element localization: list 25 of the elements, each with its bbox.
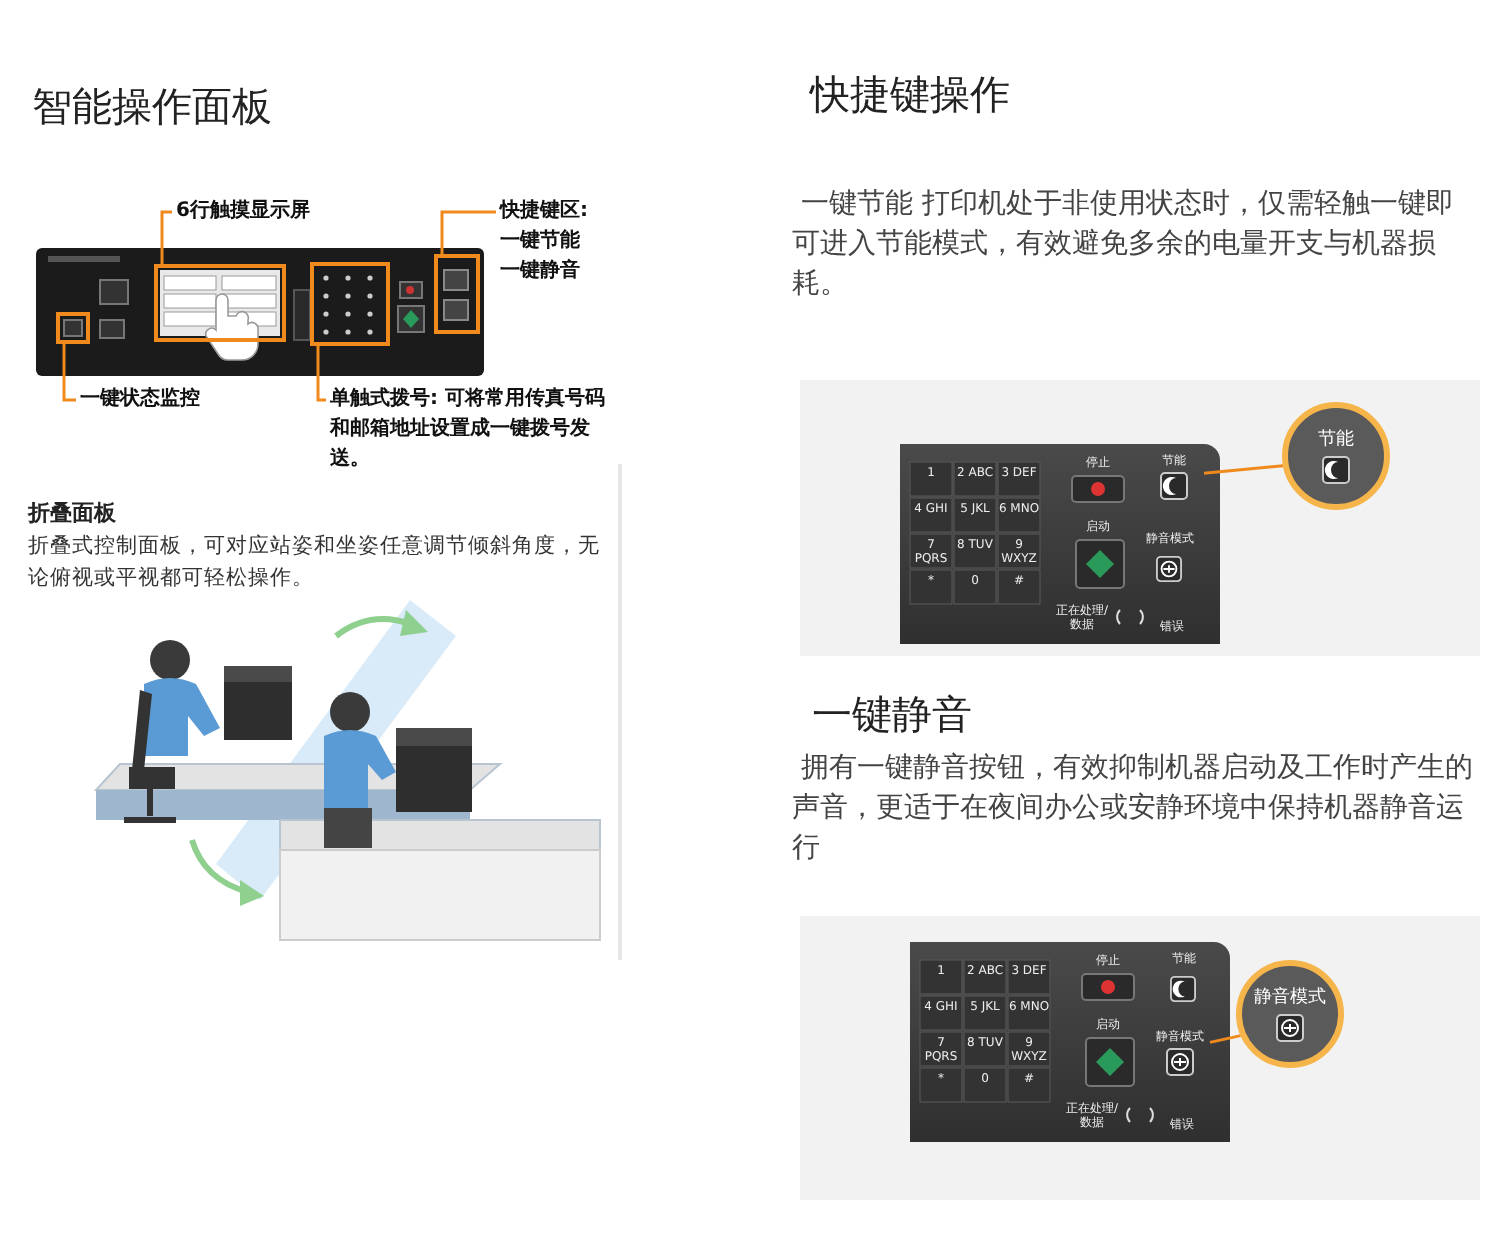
leader-line: [62, 342, 76, 402]
button-caption: 静音模式: [1254, 987, 1326, 1009]
description-text: 一键节能 打印机处于非使用状态时，仅需轻触一键即可进入节能模式，有效避免多余的电量开支与机器损耗。: [792, 186, 1456, 304]
highlight-frame: [434, 254, 480, 334]
button-caption: 节能: [1318, 429, 1354, 451]
callout-text: 一键节能: [500, 227, 582, 256]
highlight-frame: [154, 264, 286, 342]
leader-line: [160, 210, 172, 266]
leader-line: [1203, 464, 1284, 475]
callout-text: 快捷键区:: [500, 197, 590, 226]
callout-text: 一键静音: [500, 256, 582, 286]
section-heading: 智能操作面板: [32, 80, 272, 134]
subheading: 折叠面板: [28, 498, 116, 528]
section-heading: 一键静音: [812, 688, 972, 742]
description-text: 拥有一键静音按钮，有效抑制机器启动及工作时产生的声音，更适于在夜间办公或安静环境中保持机器静音运行: [792, 750, 1475, 868]
highlight-frame: [310, 262, 390, 346]
highlight-frame: [56, 312, 90, 344]
leader-line: [316, 344, 326, 402]
callout-text: 6行触摸显示屏: [176, 197, 312, 226]
callout-text: 一键状态监控: [80, 385, 202, 414]
description-text: 折叠式控制面板，可对应站姿和坐姿任意调节倾斜角度，无论俯视或平视都可轻松操作。: [28, 532, 602, 594]
leader-line: [440, 210, 496, 256]
leader-line: [1209, 1034, 1241, 1044]
section-heading: 快捷键操作: [810, 68, 1010, 122]
callout-text: 单触式拨号: 可将常用传真号码和邮箱地址设置成一键拨号发送。: [330, 385, 607, 474]
